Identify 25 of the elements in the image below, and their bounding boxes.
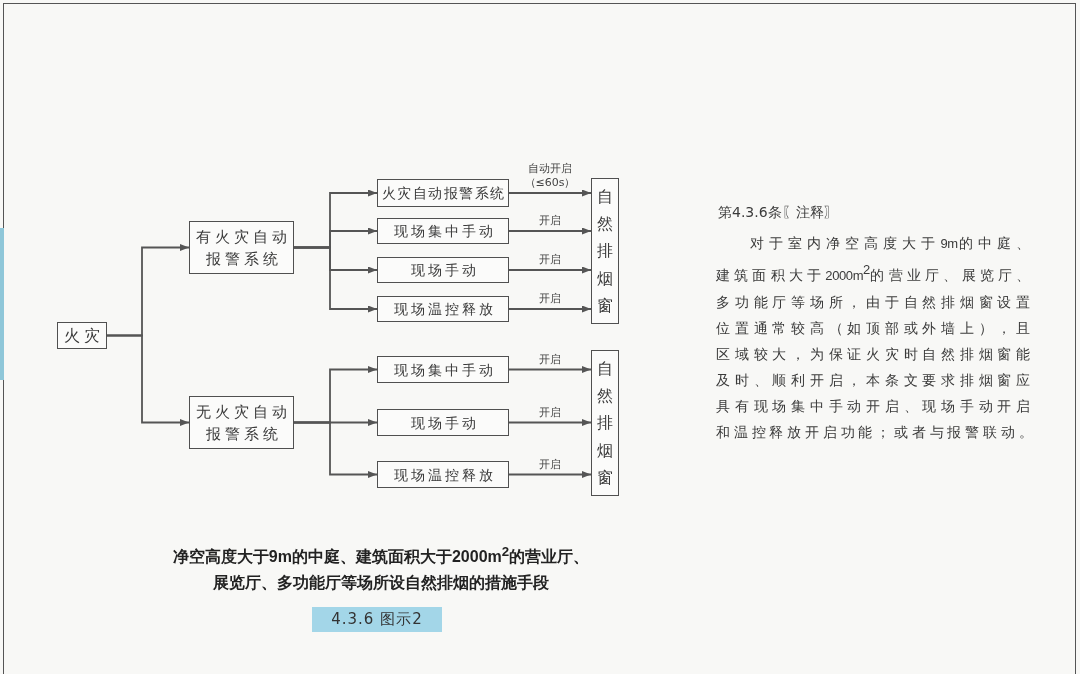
- window-box: 自然排烟窗: [591, 350, 619, 496]
- figure-number: 4.3.6 图示2: [312, 607, 442, 632]
- figure-caption: 净空高度大于9m的中庭、建筑面积大于2000m$^{2}$的营业厅、展览厅、多功能厅等场所设自然排烟的措施手段: [171, 543, 591, 594]
- arrow: [508, 419, 592, 426]
- method-box: 现场温控释放: [377, 461, 509, 488]
- method-box: 现场手动: [377, 409, 509, 436]
- condition-box: 有火灾自动报警系统: [189, 221, 294, 274]
- method-box: 火灾自动报警系统: [377, 179, 509, 207]
- window-box: 自然排烟窗: [591, 178, 619, 324]
- arrow: [508, 366, 592, 373]
- start-box: 火灾: [57, 322, 107, 349]
- arrow: [106, 334, 190, 426]
- arrow: [293, 246, 378, 313]
- arrow: [508, 227, 592, 235]
- method-box: 现场温控释放: [377, 296, 509, 322]
- method-box: 现场集中手动: [377, 218, 509, 244]
- arrow: [508, 266, 592, 274]
- arrow: [508, 471, 592, 478]
- method-box: 现场集中手动: [377, 356, 509, 383]
- arrow: [508, 305, 592, 313]
- arrow: [293, 421, 378, 478]
- arrow: [508, 189, 592, 197]
- condition-box: 无火灾自动报警系统: [189, 396, 294, 449]
- note-heading: 第4.3.6条〖注释〗: [718, 203, 839, 221]
- method-box: 现场手动: [377, 257, 509, 283]
